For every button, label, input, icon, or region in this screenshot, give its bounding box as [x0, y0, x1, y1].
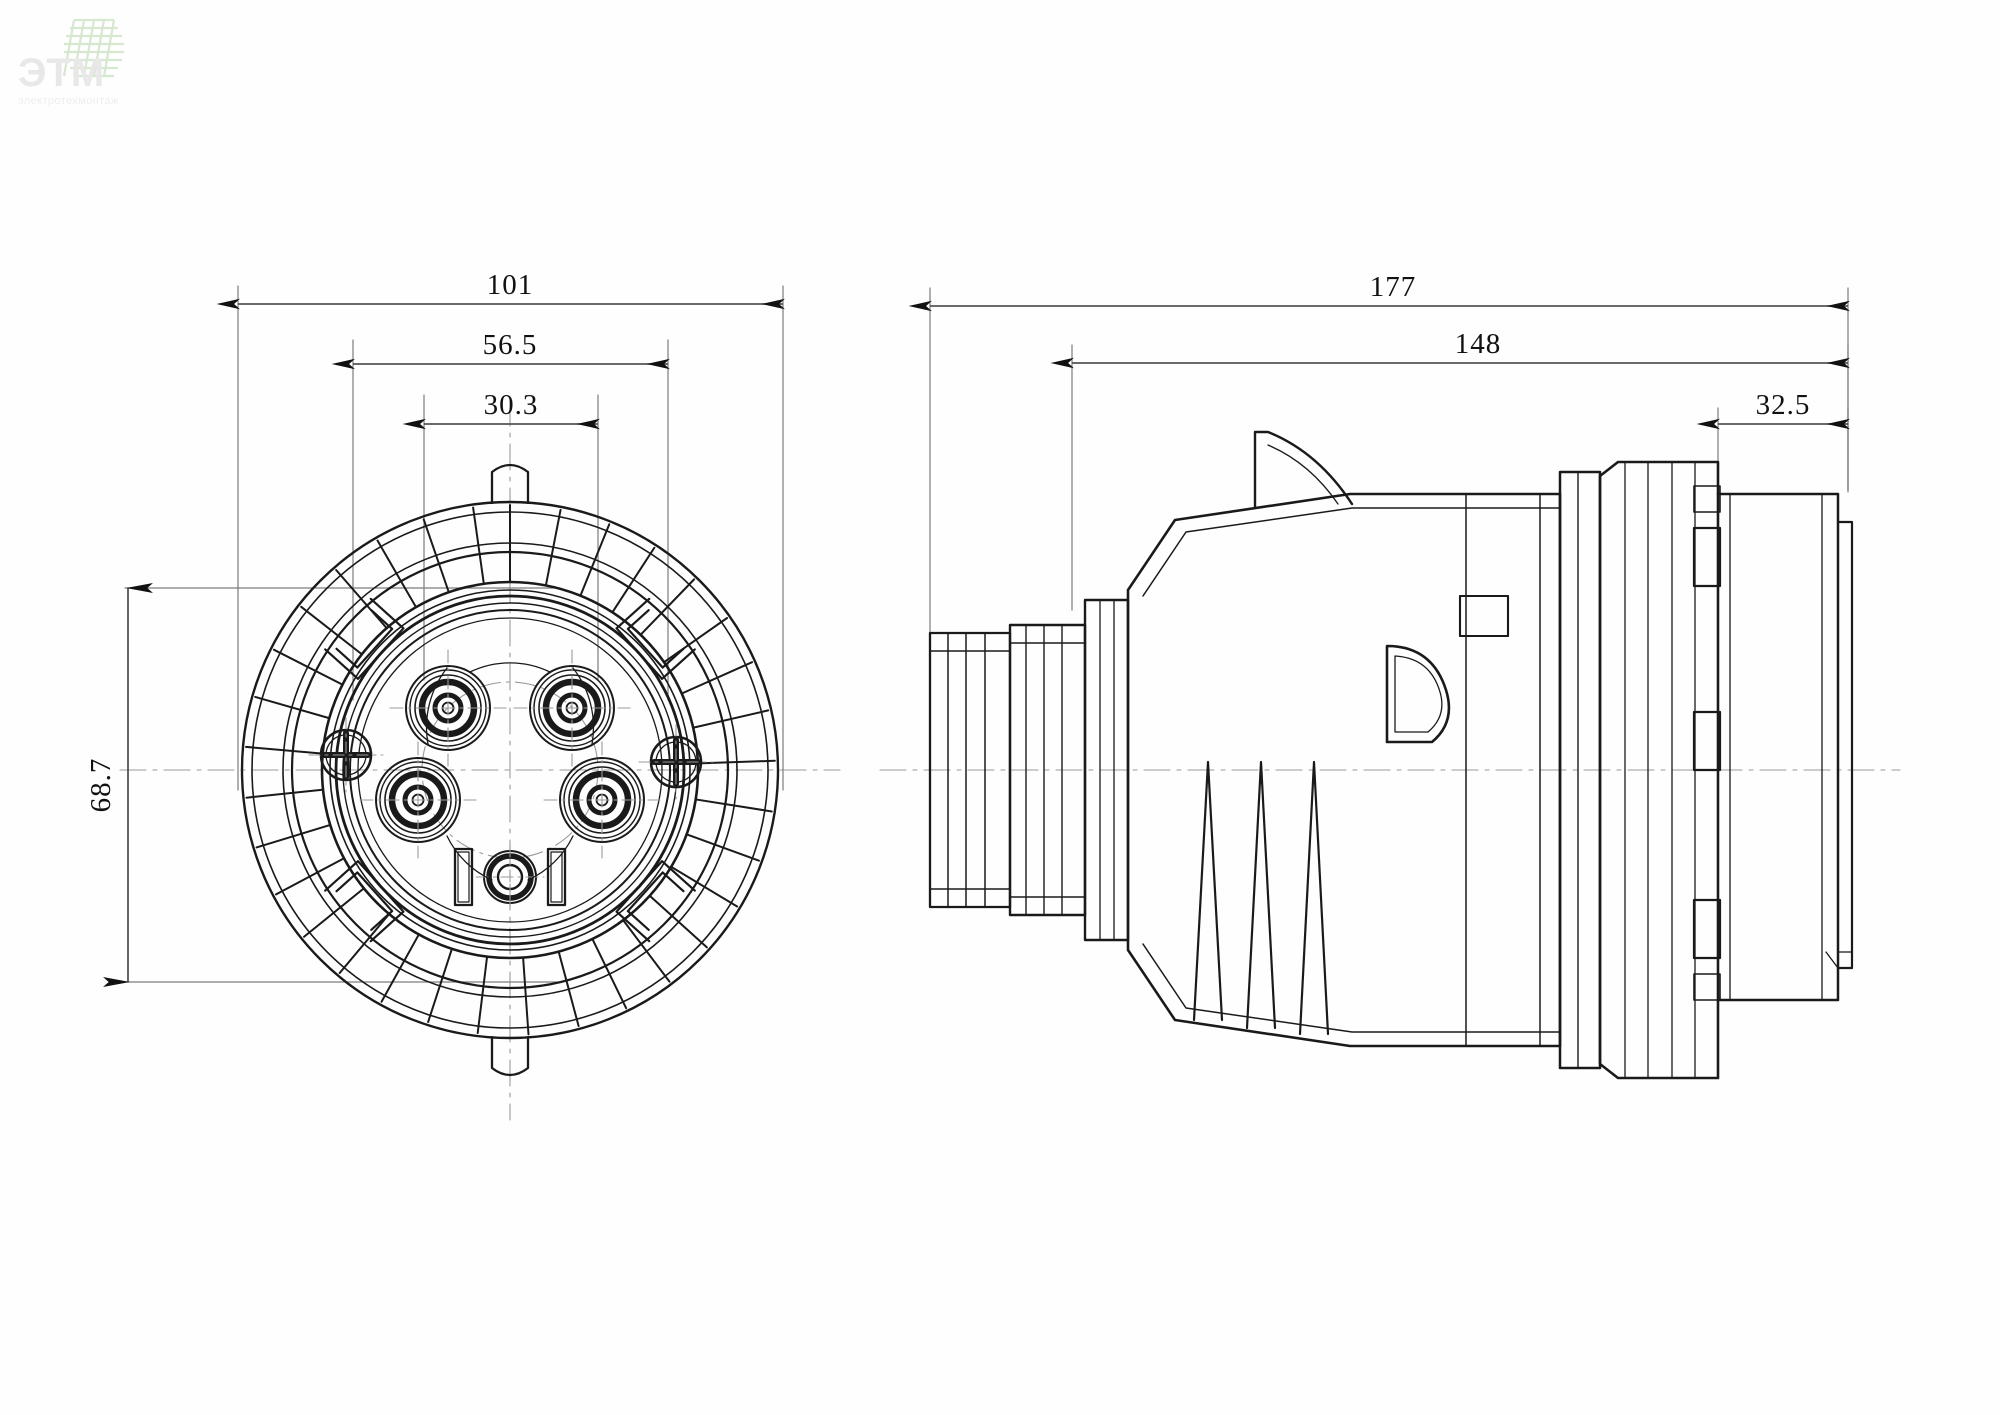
front-view-centerlines: [119, 399, 841, 1121]
outer-housing-circles: [240, 500, 780, 1040]
retaining-screw-left: [308, 717, 384, 793]
dimension-label-30-3: 30.3: [484, 389, 539, 421]
contact-pin-1: [389, 649, 507, 767]
contact-insert-web: [425, 662, 595, 881]
dimension-30-3: 30.3: [402, 389, 600, 430]
dimension-label-32-5: 32.5: [1756, 389, 1811, 421]
housing-lower-fins: [1192, 760, 1330, 1036]
pin-pitch-circle: [421, 681, 599, 859]
watermark-logo: ЭТМ электротехмонтаж: [18, 18, 124, 107]
retaining-screw-right: [638, 724, 714, 800]
dimension-177: 177: [908, 271, 1850, 312]
mounting-flange: [1558, 470, 1602, 1070]
watermark-subtext: электротехмонтаж: [18, 95, 119, 107]
dimension-101: 101: [216, 269, 785, 310]
dimension-label-177: 177: [1370, 271, 1417, 303]
front-spigot: [1716, 492, 1854, 1002]
dimension-32-5: 32.5: [1696, 389, 1850, 430]
dimension-label-68-7: 68.7: [85, 758, 117, 813]
front-view: [119, 285, 841, 1121]
watermark-text: ЭТМ: [18, 51, 104, 95]
side-view-dimensions: 177 148 32.5: [908, 271, 1850, 430]
flat-terminal-blades: [453, 847, 567, 907]
front-view-dimensions: 101 56.5 30.3 68.7: [85, 269, 785, 988]
housing-internal-lines: [1465, 493, 1541, 1047]
housing-thumb-pad: [1385, 644, 1451, 744]
housing-top-detail: [1458, 594, 1510, 638]
front-view-extension-lines: [124, 285, 784, 983]
flange-knurled-ring: [1598, 460, 1722, 1080]
contact-pin-earth: [475, 844, 545, 910]
dimension-148: 148: [1050, 328, 1850, 369]
dimension-label-101: 101: [487, 269, 534, 301]
alignment-lugs: [490, 463, 530, 1077]
dimension-label-56-5: 56.5: [483, 329, 538, 361]
side-view-extension-lines: [929, 287, 1849, 641]
housing-upper-fin: [1253, 430, 1354, 510]
side-view: [879, 287, 1901, 1080]
dimension-68-7: 68.7: [85, 582, 154, 988]
contact-pin-3: [359, 741, 477, 859]
keyway-tabs: [324, 597, 696, 943]
dimension-56-5: 56.5: [331, 329, 670, 370]
contact-pin-4: [543, 741, 661, 859]
dimension-label-148: 148: [1455, 328, 1502, 360]
contact-face-plate: [349, 609, 671, 931]
contact-pin-2: [513, 649, 631, 767]
